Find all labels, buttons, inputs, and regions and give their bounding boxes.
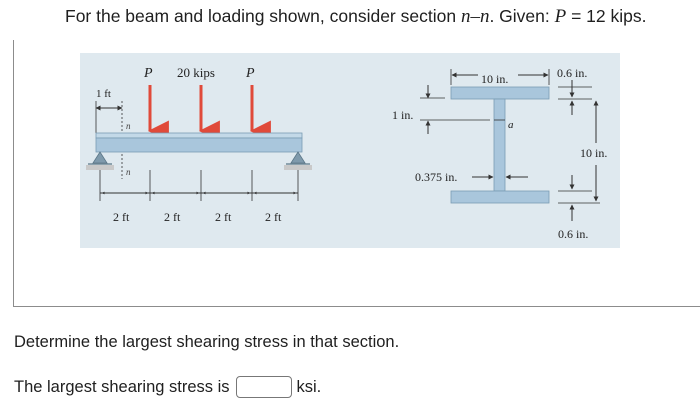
answer-input[interactable]	[235, 376, 292, 398]
span-label-2: 2 ft	[164, 210, 181, 224]
point-a-label: a	[508, 119, 514, 131]
flange-thickness-bottom-label: 0.6 in.	[558, 227, 588, 241]
load-left-label: P	[143, 66, 153, 81]
cross-section-diagram: 10 in. 1 in. a 0.375 in. 0.6 in.	[392, 66, 607, 241]
load-value: = 12 kips.	[566, 6, 647, 26]
load-center-label: 20 kips	[177, 65, 215, 80]
beam-top-face	[95, 132, 303, 139]
depth-label: 10 in.	[580, 146, 607, 160]
span-label-3: 2 ft	[215, 210, 232, 224]
top-dim-label: 1 ft	[96, 88, 111, 100]
support-right	[290, 151, 306, 164]
flange-width-label: 10 in.	[481, 72, 508, 86]
answer-unit: ksi.	[296, 377, 322, 396]
question-prompt: Determine the largest shearing stress in…	[14, 333, 400, 351]
figure-panel: P 20 kips P 1 ft n n	[80, 53, 620, 248]
ground-right	[284, 165, 312, 170]
support-left	[92, 151, 108, 164]
web-thickness-label: 0.375 in.	[415, 170, 457, 184]
web	[493, 98, 506, 192]
section-name: n–n	[460, 6, 490, 27]
span-label-4: 2 ft	[265, 210, 282, 224]
flange-thickness-top-label: 0.6 in.	[557, 66, 587, 80]
problem-given: . Given:	[489, 6, 555, 26]
top-flange	[450, 86, 550, 100]
beam-and-section-figure: P 20 kips P 1 ft n n	[86, 65, 607, 241]
answer-label: The largest shearing stress is	[14, 377, 230, 396]
figure-frame	[13, 40, 700, 307]
problem-statement: For the beam and loading shown, consider…	[65, 6, 646, 28]
ground-left	[86, 165, 114, 170]
load-variable: P	[554, 6, 567, 27]
load-right-label: P	[245, 66, 255, 81]
section-mark-top: n	[126, 121, 131, 131]
span-label-1: 2 ft	[113, 210, 130, 224]
section-mark-bottom: n	[126, 167, 131, 177]
problem-intro: For the beam and loading shown, consider…	[65, 6, 461, 26]
height-offset-label: 1 in.	[392, 108, 413, 122]
answer-row: The largest shearing stress is ksi.	[14, 376, 321, 398]
beam-diagram: P 20 kips P 1 ft n n	[86, 65, 312, 224]
bottom-flange	[450, 190, 550, 204]
beam-body	[95, 137, 303, 153]
